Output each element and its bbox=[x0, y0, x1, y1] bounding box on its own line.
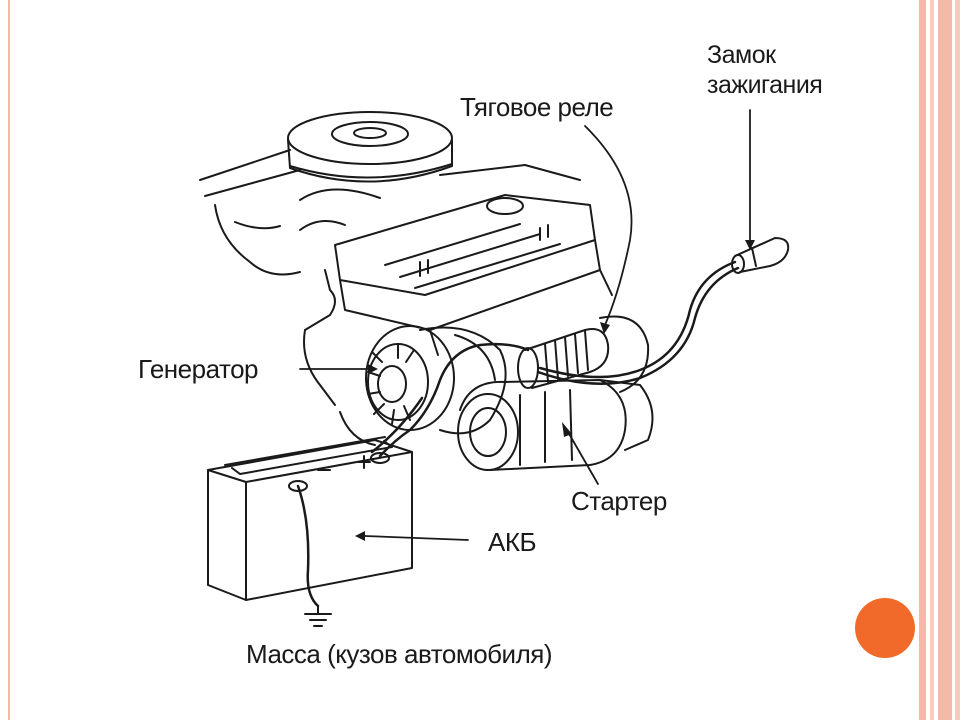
generator-drawing bbox=[365, 325, 507, 435]
leader-arrowheads bbox=[355, 240, 755, 541]
right-border-stripe-4 bbox=[955, 0, 960, 720]
engine-block-drawing bbox=[199, 149, 581, 446]
battery-drawing bbox=[207, 436, 413, 601]
ignition-switch-drawing bbox=[731, 237, 790, 274]
right-border-stripe-1 bbox=[919, 0, 926, 720]
accent-dot bbox=[855, 598, 915, 658]
leader-starter bbox=[567, 431, 599, 485]
ground-symbol bbox=[304, 605, 332, 627]
label-traction-relay: Тяговое реле bbox=[460, 92, 614, 122]
label-ignition-line1: Замок bbox=[707, 41, 776, 69]
label-ground: Масса (кузов автомобиля) bbox=[246, 639, 552, 669]
right-border-stripe-3 bbox=[938, 0, 952, 720]
starter-motor-drawing bbox=[457, 379, 654, 471]
air-filter-drawing bbox=[287, 111, 453, 183]
wiring-drawing bbox=[296, 260, 740, 608]
label-ignition-line2: зажигания bbox=[707, 71, 823, 99]
label-ignition-switch: Замок зажигания bbox=[707, 40, 823, 100]
leader-battery bbox=[364, 535, 469, 541]
label-generator: Генератор bbox=[138, 354, 259, 384]
leader-lines bbox=[299, 109, 751, 541]
traction-relay-drawing bbox=[517, 315, 650, 393]
valve-cover-drawing bbox=[334, 194, 613, 356]
right-border-stripe-2 bbox=[930, 0, 934, 720]
label-battery: АКБ bbox=[488, 527, 537, 557]
label-starter: Стартер bbox=[571, 486, 667, 516]
leader-relay bbox=[584, 125, 633, 326]
